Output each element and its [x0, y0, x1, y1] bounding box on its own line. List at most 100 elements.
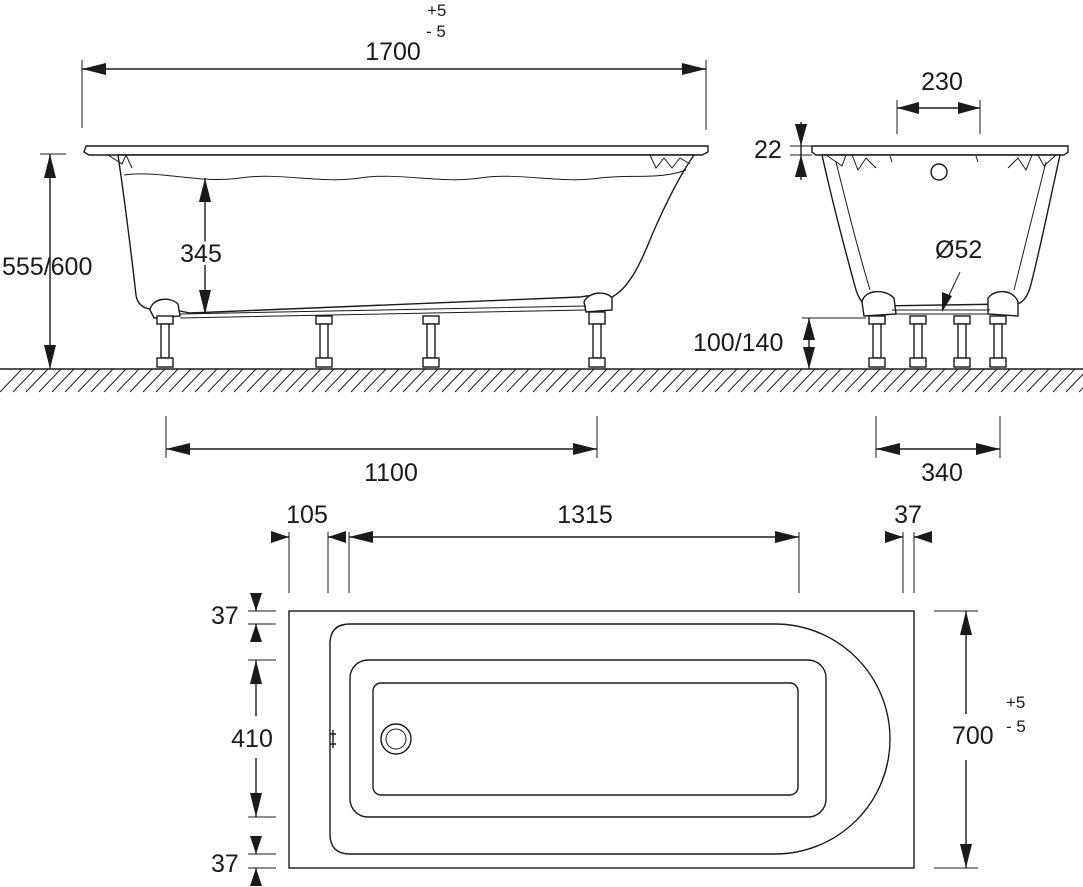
side-rim	[83, 145, 709, 156]
hatch-line	[818, 368, 842, 393]
dim-end-leg-spacing: 340	[875, 416, 1001, 487]
hatch-line	[558, 368, 582, 393]
width-label: 700	[952, 722, 994, 750]
side-view: 1700 +5 - 5 555/600 345 1100	[2, 1, 709, 487]
hatch-line	[948, 368, 972, 393]
hatch-line	[363, 368, 387, 393]
hatch-line	[753, 368, 777, 393]
end-rim	[811, 145, 1069, 156]
bottom-rim-label: 37	[211, 850, 239, 878]
left-rim-label: 105	[286, 501, 328, 529]
inner-width-label: 410	[231, 725, 273, 753]
hatch-line	[194, 368, 218, 393]
length-label: 1700	[365, 38, 421, 66]
hatch-line	[636, 368, 660, 393]
floor-hatching	[0, 368, 1083, 393]
dim-rim-thickness: 22	[754, 122, 812, 180]
top-view: 105 1315 37 37	[211, 501, 1026, 886]
hatch-line	[1026, 368, 1050, 393]
hatch-line	[25, 368, 49, 393]
hatch-line	[454, 368, 478, 393]
hatch-line	[415, 368, 439, 393]
end-leg-1	[868, 315, 886, 368]
hatch-line	[116, 368, 140, 393]
side-support-rail	[179, 305, 587, 319]
hatch-line	[1039, 368, 1063, 393]
hatch-line	[1000, 368, 1024, 393]
hatch-line	[324, 368, 348, 393]
overflow-hole	[930, 163, 948, 181]
end-inner-wall-right	[1013, 161, 1047, 291]
hatch-line	[1052, 368, 1076, 393]
hatch-line	[506, 368, 530, 393]
overflow-mark	[330, 730, 336, 748]
hatch-line	[688, 368, 712, 393]
hatch-line	[441, 368, 465, 393]
inner-length-label: 1315	[557, 501, 613, 529]
dim-top-width: 230	[896, 68, 981, 134]
hatch-line	[272, 368, 296, 393]
hatch-line	[974, 368, 998, 393]
width-tol-minus: - 5	[1006, 717, 1026, 736]
hatch-line	[649, 368, 673, 393]
dim-length: 1700 +5 - 5	[81, 1, 707, 130]
floor	[0, 368, 1083, 393]
hatch-line	[376, 368, 400, 393]
end-leg-spacing-label: 340	[921, 459, 963, 487]
side-bracket-left	[107, 154, 133, 169]
hatch-line	[51, 368, 75, 393]
leg-spacing-label: 1100	[364, 459, 418, 487]
dim-leg-spacing: 1100	[165, 416, 598, 487]
dim-leg-height: 100/140	[693, 317, 866, 369]
side-leg-4	[588, 311, 606, 368]
side-foot-pad-right	[583, 292, 613, 313]
hatch-line	[259, 368, 283, 393]
hatch-line	[896, 368, 920, 393]
hatch-line	[779, 368, 803, 393]
dim-height: 555/600	[2, 153, 92, 369]
hatch-line	[857, 368, 881, 393]
hatch-line	[714, 368, 738, 393]
hatch-line	[142, 368, 166, 393]
hatch-line	[0, 368, 23, 393]
hatch-line	[1013, 368, 1037, 393]
top-basin-floor	[372, 682, 799, 796]
end-bracket-left	[825, 154, 877, 172]
top-rim-label: 37	[211, 602, 239, 630]
hatch-line	[701, 368, 725, 393]
hatch-line	[350, 368, 374, 393]
inner-depth-label: 345	[180, 240, 222, 268]
dim-drain-diameter: Ø52	[935, 236, 982, 312]
top-width-label: 230	[921, 68, 963, 96]
hatch-line	[662, 368, 686, 393]
hatch-line	[90, 368, 114, 393]
end-leg-2	[909, 315, 927, 368]
hatch-line	[493, 368, 517, 393]
width-tol-plus: +5	[1006, 693, 1025, 712]
hatch-line	[207, 368, 231, 393]
hatch-line	[844, 368, 868, 393]
hatch-line	[38, 368, 62, 393]
end-leg-3	[953, 315, 971, 368]
hatch-line	[610, 368, 634, 393]
dim-left-rim: 105	[271, 501, 346, 593]
hatch-line	[571, 368, 595, 393]
hatch-line	[805, 368, 829, 393]
side-leg-3	[422, 315, 440, 368]
hatch-line	[909, 368, 933, 393]
hatch-line	[792, 368, 816, 393]
hatch-line	[168, 368, 192, 393]
hatch-line	[129, 368, 153, 393]
hatch-line	[12, 368, 36, 393]
hatch-line	[597, 368, 621, 393]
end-inner-wall-left	[835, 161, 871, 291]
dim-bottom-rim: 37	[211, 836, 276, 886]
dim-inner-width: 410	[231, 659, 276, 818]
hatch-line	[285, 368, 309, 393]
hatch-line	[831, 368, 855, 393]
drain-diameter-label: Ø52	[935, 236, 982, 264]
end-support-rail	[892, 309, 990, 315]
hatch-line	[181, 368, 205, 393]
hatch-line	[155, 368, 179, 393]
hatch-line	[675, 368, 699, 393]
